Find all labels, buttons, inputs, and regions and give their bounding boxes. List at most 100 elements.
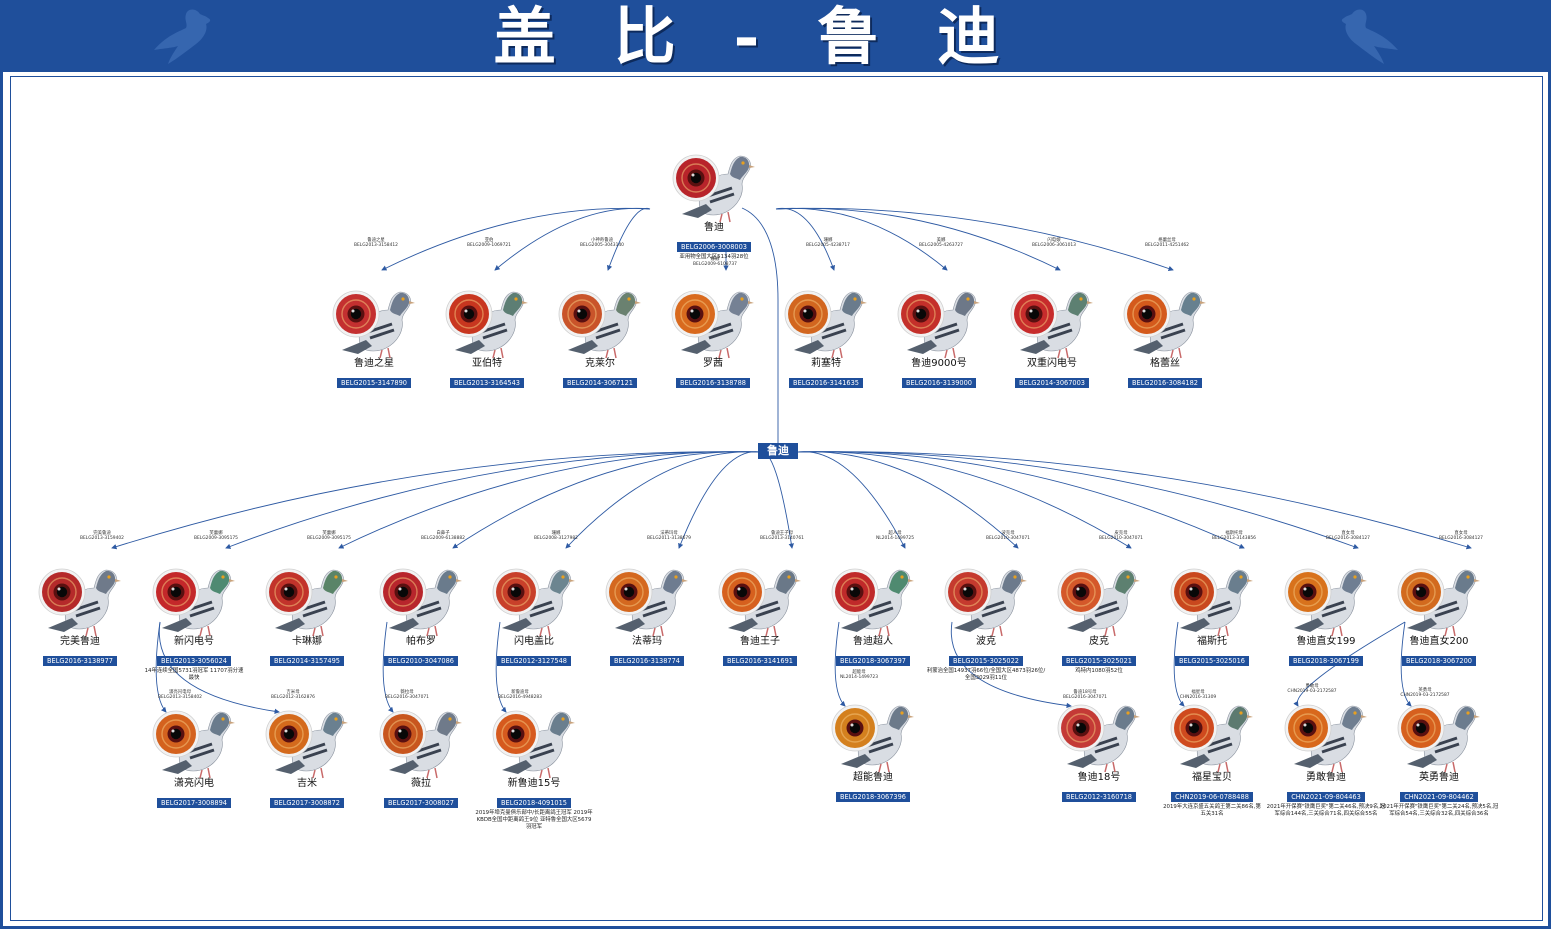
- mate-ring: BELG2005-3043140: [580, 243, 624, 249]
- pigeon-photo: [897, 284, 981, 360]
- ring-number: BELG2017-3008872: [270, 798, 344, 808]
- ring-number: BELG2012-3127548: [497, 656, 571, 666]
- mate-ring: BELG2008-3127982: [534, 536, 578, 542]
- pigeon-name: 鲁迪: [704, 222, 724, 233]
- pigeon-name: 皮克: [1089, 636, 1109, 647]
- pigeon-photo: [492, 704, 576, 780]
- mate-name: 吉米母: [286, 690, 300, 695]
- mate-ring: NL2014-1499725: [875, 536, 915, 542]
- mate-name: 直女母: [1341, 531, 1355, 536]
- ring-number: BELG2015-3025021: [1062, 656, 1136, 666]
- pedigree-link: [565, 451, 761, 549]
- ring-number: BELG2015-3025016: [1175, 656, 1249, 666]
- mate-name: 直女母: [1454, 531, 1468, 536]
- mate-name: 格蕾丝母: [1158, 238, 1176, 243]
- mate-name: 法蒂玛母: [660, 531, 678, 536]
- ring-number: BELG2016-3138774: [610, 656, 684, 666]
- pigeon-note: 2021年开保赛"铁鹰巨奖"第二关24名,预决5名,冠军综合54名,三关综合32…: [1379, 804, 1499, 817]
- mate-name: 芙蕾娜: [322, 531, 336, 536]
- mate-ring: BELG2016-3084127: [1326, 536, 1370, 542]
- ring-number: BELG2016-3141635: [789, 378, 863, 388]
- pigeon-card: 莉塞特 BELG2016-3141635: [776, 284, 876, 389]
- pedigree-link: [950, 621, 1072, 709]
- pigeon-photo: [265, 704, 349, 780]
- ring-number: BELG2013-3056024: [157, 656, 231, 666]
- ring-number: BELG2017-3008027: [384, 798, 458, 808]
- ring-number: BELG2015-3147890: [337, 378, 411, 388]
- pedigree-link: [494, 207, 651, 271]
- pigeon-name: 吉米: [297, 778, 317, 789]
- ring-number: BELG2006-3008003: [677, 242, 751, 252]
- mate-name: 超能母: [852, 670, 866, 675]
- ring-number: BELG2016-3141691: [723, 656, 797, 666]
- mate-name: 白鼻子: [436, 531, 450, 536]
- pedigree-link: [155, 621, 167, 713]
- pedigree-link: [607, 207, 651, 271]
- hub-label: 鲁迪: [758, 443, 798, 459]
- pigeon-name: 鲁迪之星: [354, 358, 394, 369]
- pigeon-name: 双重闪电号: [1027, 358, 1077, 369]
- mate-name: 芙蕾娜: [209, 531, 223, 536]
- mate-name: 波克母: [1001, 531, 1015, 536]
- mate-ring: CHN2019-03-2172587: [1400, 693, 1450, 699]
- mate-ring: BELG2011-4251462: [1145, 243, 1189, 249]
- ring-number: BELG2018-3067397: [836, 656, 910, 666]
- ring-number: BELG2018-3067200: [1402, 656, 1476, 666]
- pigeon-name: 鲁迪18号: [1077, 772, 1121, 783]
- pedigree-link: [678, 451, 761, 549]
- pigeon-note: 鸡特内1080羽52位: [1075, 668, 1123, 674]
- pigeon-note: 2021年开保赛"铁鹰巨奖"第二关46名,预决9名,冠军综合144名,三关综合7…: [1266, 804, 1386, 817]
- mate-ring: BELG2013-3158402: [158, 695, 202, 701]
- pigeon-photo: [492, 562, 576, 638]
- ring-number: CHN2021-09-804462: [1400, 792, 1478, 802]
- mate-name: 鲁迪王子母: [771, 531, 793, 536]
- pigeon-photo: [672, 148, 756, 224]
- pigeon-name: 克莱尔: [585, 358, 615, 369]
- pigeon-photo: [1397, 562, 1481, 638]
- pigeon-name: 鲁迪9000号: [911, 358, 967, 369]
- pedigree-link: [338, 451, 761, 549]
- mate-ring: BELG2013-3140761: [760, 536, 804, 542]
- mate-ring: BELG2016-3047071: [1063, 695, 1107, 701]
- root-pigeon: 鲁迪 BELG2006-3008003 亚用物全国大区5134羽28位: [664, 148, 764, 261]
- mate-name: 娜娜: [710, 257, 720, 262]
- pigeon-photo: [1397, 698, 1481, 774]
- pigeon-name: 潇亮闪电: [174, 778, 214, 789]
- pigeon-photo: [379, 562, 463, 638]
- mate-name: 勇敢母: [1305, 684, 1319, 689]
- pedigree-link: [834, 621, 846, 707]
- pedigree-link: [1293, 621, 1406, 707]
- mate-ring: BELG2005-4263727: [919, 243, 963, 249]
- pedigree-link: [495, 621, 507, 713]
- pigeon-photo: [558, 284, 642, 360]
- mate-ring: BELG2011-3138679: [647, 536, 691, 542]
- pedigree-link: [797, 451, 1472, 550]
- pigeon-name: 莉塞特: [811, 358, 841, 369]
- mate-name: 美娜: [936, 238, 946, 243]
- pedigree-link: [225, 451, 761, 549]
- pedigree-link: [797, 451, 1132, 549]
- ring-number: BELG2014-3157495: [270, 656, 344, 666]
- pedigree-link: [111, 451, 761, 550]
- mate-name: 珊娜: [551, 531, 561, 536]
- pigeon-name: 鲁迪超人: [853, 636, 893, 647]
